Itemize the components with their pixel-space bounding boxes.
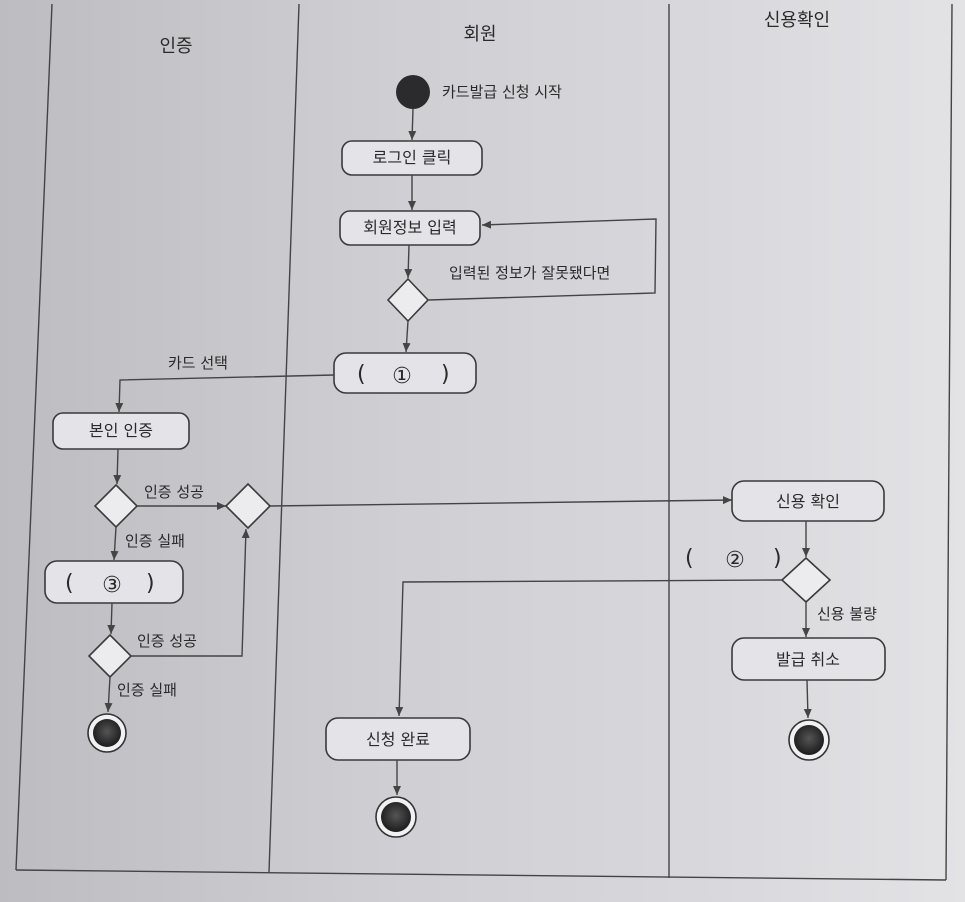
guard-auth-success-1: 인증 성공 — [144, 483, 204, 501]
guard-card-select: 카드 선택 — [168, 354, 228, 372]
merge-node — [224, 482, 272, 530]
end-node-credit — [788, 719, 830, 761]
activity-member-info-label: 회원정보 입력 — [363, 218, 456, 237]
blank-3-close: ) — [146, 571, 155, 596]
guard-auth-fail-1: 인증 실패 — [125, 532, 185, 550]
blank-2-number: ② — [725, 548, 745, 573]
flow-decision-blank1 — [402, 320, 411, 353]
flow-credit-ok — [395, 579, 783, 717]
start-label: 카드발급 신청 시작 — [442, 83, 562, 101]
activity-credit-check-label: 신용 확인 — [776, 492, 840, 511]
flow-loop-back — [427, 218, 657, 301]
flow-auth-success-2 — [131, 528, 250, 657]
activity-identity — [52, 412, 190, 450]
blank-1-close: ) — [441, 362, 450, 387]
guard-auth-success-2: 인증 성공 — [137, 632, 197, 650]
guard-invalid-info: 입력된 정보가 잘못됐다면 — [449, 264, 610, 282]
blank-1-number: ① — [392, 364, 412, 389]
lane-header-auth: 인증 — [159, 36, 192, 57]
activity-blank-3 — [44, 560, 184, 604]
flow-info-decision — [404, 244, 413, 279]
blank-3-open: ( — [65, 571, 74, 596]
activity-apply-done-label: 신청 완료 — [366, 730, 430, 749]
decision-auth-1 — [93, 483, 139, 529]
flow-cancel-end — [803, 679, 812, 719]
decision-credit — [780, 556, 832, 604]
decision-info-valid — [386, 277, 430, 323]
swimlane-frame — [15, 3, 953, 881]
flow-auth-fail-2 — [104, 676, 113, 713]
blank-2-open: ( — [685, 546, 694, 571]
guard-auth-fail-2: 인증 실패 — [117, 681, 177, 699]
end-node-member — [375, 796, 417, 838]
flow-merge-credit — [269, 496, 733, 507]
blank-1-open: ( — [357, 362, 366, 387]
flow-auth-fail-1 — [110, 526, 119, 561]
guard-credit-bad: 신용 불량 — [817, 605, 877, 623]
blank-2-close: ) — [773, 546, 782, 571]
activity-issue-cancel — [731, 637, 886, 681]
activity-issue-cancel-label: 발급 취소 — [776, 650, 840, 669]
activity-blank-1 — [333, 352, 477, 394]
activity-member-info — [339, 210, 481, 246]
flow-blank3-decision — [107, 602, 116, 635]
lane-header-credit: 신용확인 — [764, 10, 830, 31]
flow-start-login — [408, 108, 417, 141]
end-node-auth — [87, 713, 127, 753]
decision-auth-2 — [87, 633, 133, 679]
activity-identity-label: 본인 인증 — [89, 421, 153, 440]
start-node — [396, 75, 430, 109]
blank-3-number: ③ — [102, 573, 122, 598]
lane-header-member: 회원 — [463, 24, 496, 45]
flow-identity-decision — [113, 448, 122, 485]
activity-apply-done — [325, 717, 471, 761]
flow-card-select — [115, 374, 335, 413]
activity-login-label: 로그인 클릭 — [373, 148, 452, 167]
activity-credit-check — [731, 480, 885, 522]
